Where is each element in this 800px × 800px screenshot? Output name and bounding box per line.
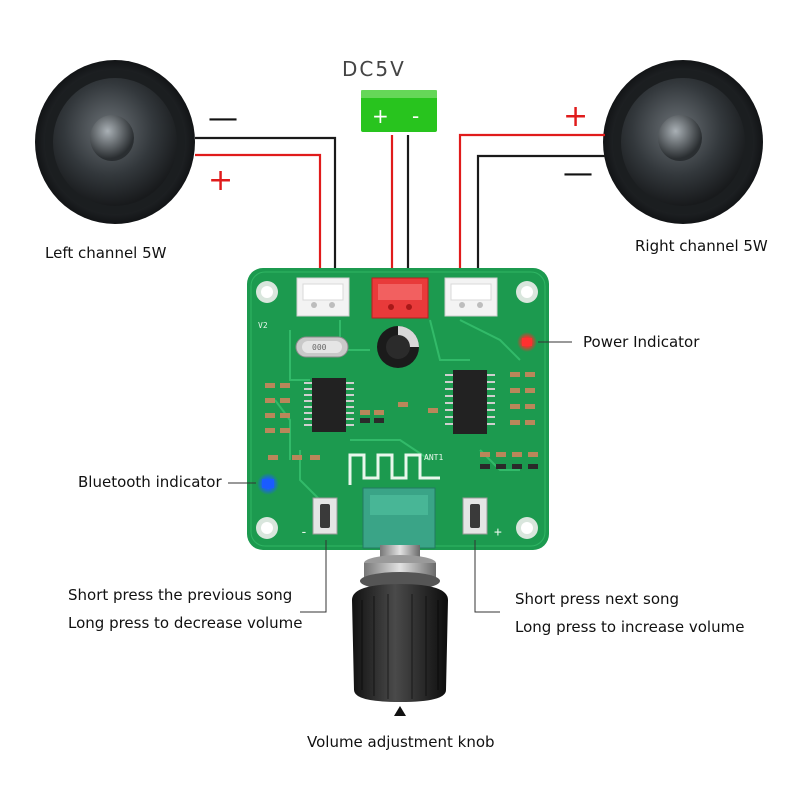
previous-short-label: Short press the previous song [68,586,292,604]
button-minus-mark: - [300,525,308,540]
left-minus-sign: — [208,101,238,136]
amplifier-chip [445,370,495,434]
knob-label: Volume adjustment knob [307,733,495,751]
right-channel-label: Right channel 5W [635,237,768,255]
volume-knob[interactable] [352,545,448,716]
left-channel-label: Left channel 5W [45,244,167,262]
smd-components [265,372,538,460]
right-minus-wire [476,154,605,278]
left-plus-wire [195,153,322,278]
previous-button-leader [300,540,327,613]
wires [195,133,605,278]
next-long-label: Long press to increase volume [515,618,744,636]
next-song-button[interactable] [462,497,488,535]
power-minus-sign: - [412,104,419,128]
potentiometer-body [362,487,436,549]
power-led [517,332,537,352]
left-minus-wire [195,136,337,278]
bluetooth-chip [304,378,354,432]
knob-pointer-icon [394,706,406,716]
right-speaker [603,60,763,224]
crystal-oscillator: 000 [295,336,349,358]
mount-hole [516,281,538,303]
button-plus-mark: + [494,525,502,540]
antenna-label: ANT1 [424,453,443,462]
mount-hole [516,517,538,539]
left-plus-sign: + [208,163,233,198]
previous-song-button[interactable] [312,497,338,535]
power-connector [371,277,429,319]
previous-long-label: Long press to decrease volume [68,614,303,632]
power-indicator-label: Power Indicator [583,333,700,351]
bluetooth-indicator-label: Bluetooth indicator [78,473,222,491]
right-minus-sign: — [563,156,593,191]
smd-components-dark [360,418,538,469]
callout-lines [228,341,572,613]
power-label: DC5V [342,57,406,81]
bluetooth-led [257,473,279,495]
right-plus-sign: + [563,99,588,134]
next-short-label: Short press next song [515,590,679,608]
right-speaker-connector [444,277,498,317]
left-speaker [35,60,195,224]
right-plus-wire [458,133,605,278]
pcb-antenna: ANT1 [348,453,443,485]
power-plus-sign: + [372,104,389,128]
board-version: V2 [258,321,268,330]
left-speaker-connector [296,277,350,317]
pcb-board: V2 000 [247,268,549,550]
crystal-marking: 000 [312,343,327,352]
next-button-leader [474,540,500,613]
mount-hole [256,517,278,539]
mount-hole [256,281,278,303]
electrolytic-capacitor [377,326,419,368]
power-source: + - [361,90,437,132]
